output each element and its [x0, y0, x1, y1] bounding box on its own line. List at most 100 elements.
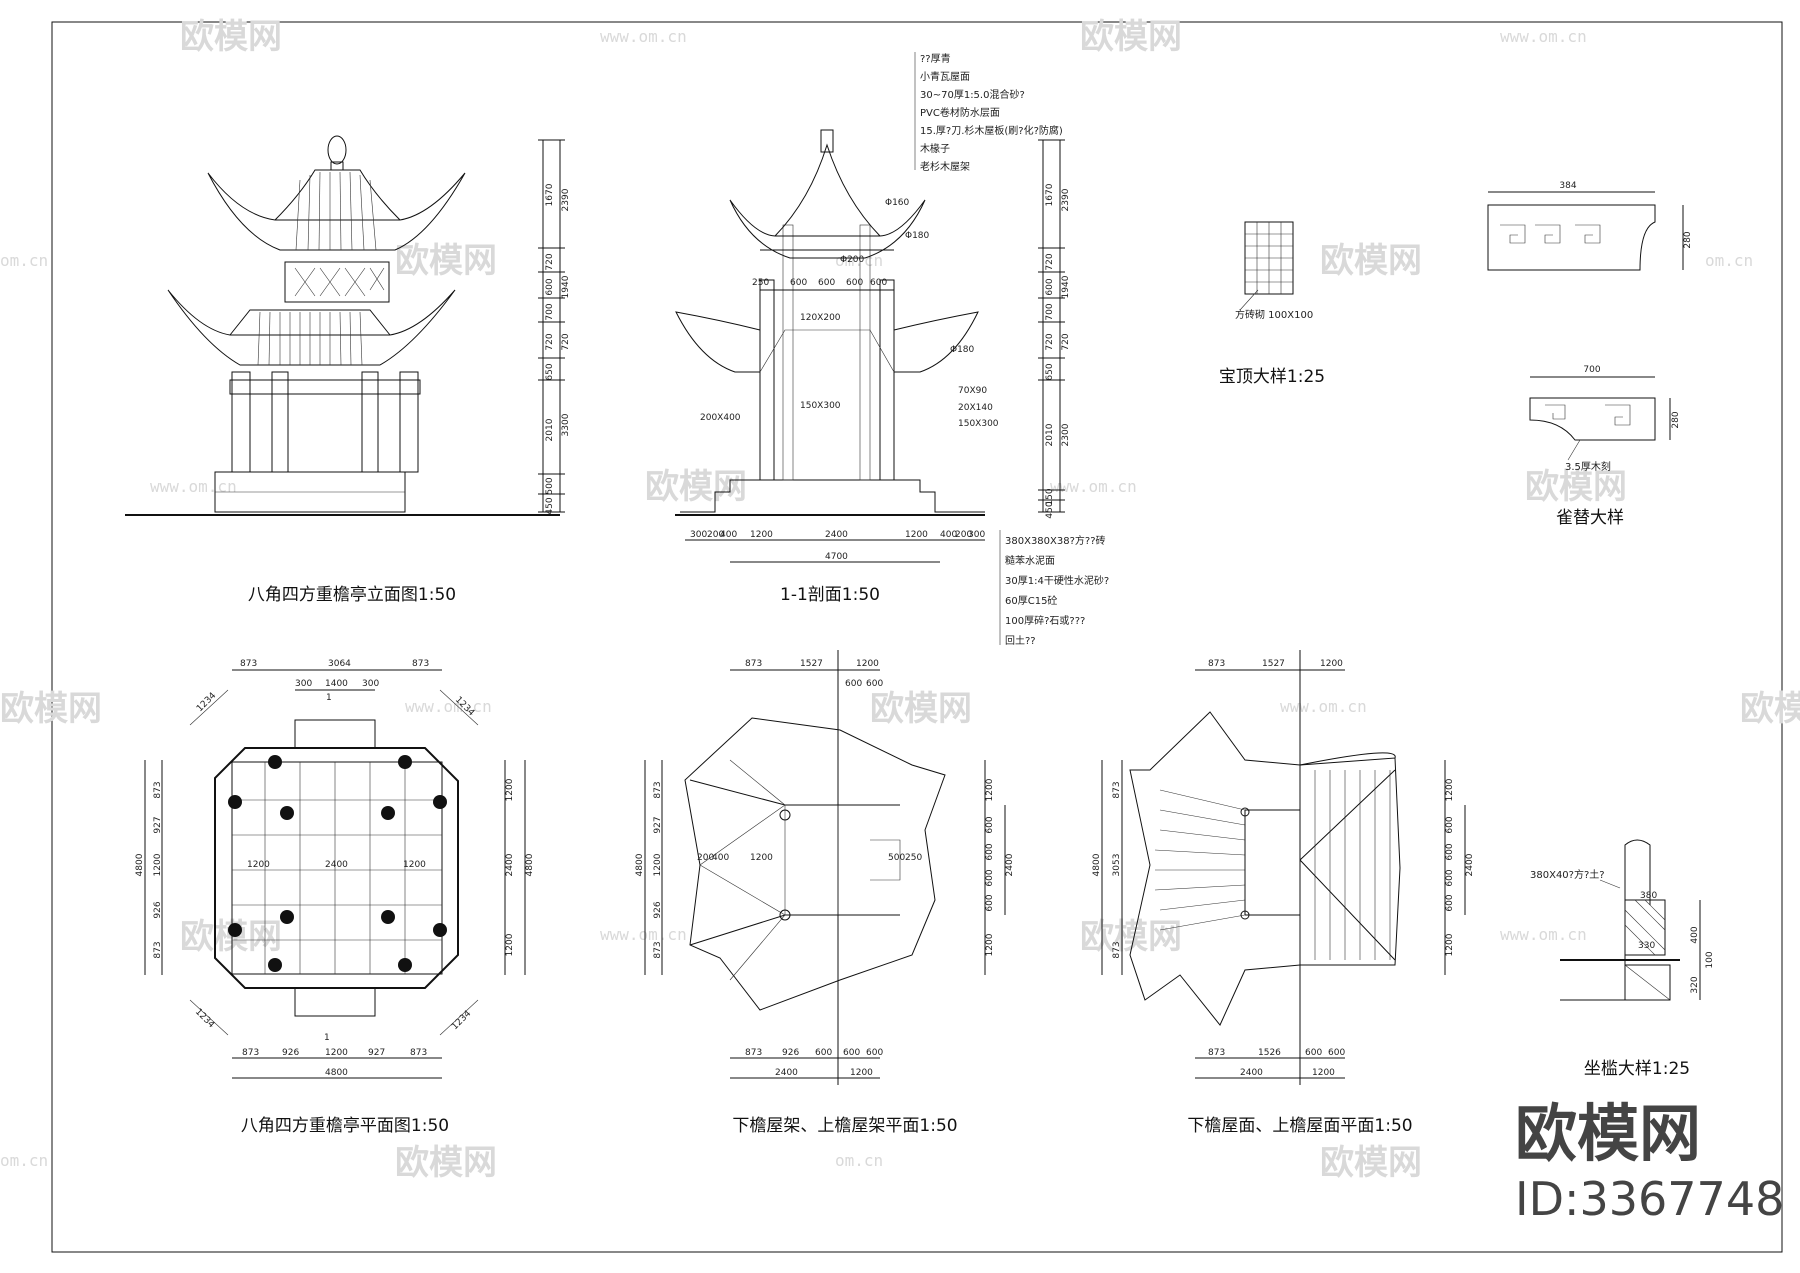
dim-label: 3064 — [328, 659, 351, 669]
watermark-url: om.cn — [0, 1151, 48, 1170]
column — [231, 371, 251, 473]
plan-step-top — [294, 719, 376, 749]
dim-label: 600 — [815, 1048, 832, 1058]
bracket-note: 3.5厚木刻 — [1565, 460, 1611, 473]
dim-label: 1940 — [561, 275, 571, 298]
dim-label: 380 — [1640, 891, 1657, 901]
dim-label: 4800 — [325, 1068, 348, 1078]
watermark-brand: 欧模网 — [1525, 467, 1627, 507]
dim-label: 926 — [282, 1048, 299, 1058]
column — [271, 371, 289, 473]
dim-label: 926 — [653, 901, 663, 918]
dim-label: 1200 — [403, 860, 426, 870]
dim-label: 1200 — [1445, 778, 1455, 801]
dim-label: 650 — [1045, 363, 1055, 380]
watermark-url: om.cn — [835, 1151, 883, 1170]
dim-label: 4800 — [135, 853, 145, 876]
member-label: 120X200 — [800, 313, 841, 323]
brand-logo: 欧模网 — [1515, 1097, 1701, 1170]
upper-eave — [729, 199, 926, 259]
floor-plan: 1200 2400 1200 873 3064 873 300 1400 300… — [135, 659, 535, 1079]
dim-label: 600 — [818, 278, 835, 288]
floor-note: 100厚碎?石或??? — [1005, 614, 1085, 627]
dim-label: 1200 — [905, 530, 928, 540]
watermark-brand: 欧模网 — [180, 917, 282, 957]
dim-label: 873 — [1112, 781, 1122, 798]
dim-label: 2400 — [325, 860, 348, 870]
dim-label: 600 — [1445, 843, 1455, 860]
finial-note: 方砖砌 100X100 — [1235, 308, 1313, 321]
plan-step-bottom — [294, 987, 376, 1017]
floor-note: 60厚C15砼 — [1005, 594, 1057, 607]
dim-label: 600 — [790, 278, 807, 288]
dim-label: 4800 — [1092, 853, 1102, 876]
caption-plan: 八角四方重檐亭平面图1:50 — [241, 1116, 449, 1136]
dim-label: 926 — [782, 1048, 799, 1058]
member-label: Φ180 — [905, 231, 930, 241]
member-label: Φ180 — [950, 345, 975, 355]
dim-label: 1670 — [1045, 183, 1055, 206]
column-dot — [228, 795, 242, 809]
watermark-brand: 欧模网 — [395, 1143, 497, 1183]
dim-label: 2390 — [561, 188, 571, 211]
section-mark: 1 — [324, 1033, 330, 1043]
dim-label: 1200 — [325, 1048, 348, 1058]
section-note: 15.厚?刀.杉木屋板(刷?化?防腐) — [920, 124, 1063, 137]
caption-elevation: 八角四方重檐亭立面图1:50 — [248, 585, 456, 605]
column — [879, 279, 895, 481]
dim-label: 1200 — [856, 659, 879, 669]
dim-label: 1200 — [505, 778, 515, 801]
lattice-window — [284, 261, 390, 303]
dim-label: 600 — [843, 1048, 860, 1058]
section-note: 木椽子 — [920, 142, 950, 155]
floor-note: 回土?? — [1005, 634, 1036, 647]
caption-bench: 坐槛大样1:25 — [1584, 1059, 1690, 1079]
plan-columns — [228, 755, 447, 972]
dim-label: 2400 — [1240, 1068, 1263, 1078]
dim-label: 873 — [153, 781, 163, 798]
dim-label: 873 — [745, 659, 762, 669]
dim-label: 100 — [1705, 951, 1715, 968]
dim-label: 600 — [985, 894, 995, 911]
surface-outline — [1129, 711, 1401, 1026]
dim-label: 300 — [295, 679, 312, 689]
member-label: 70X90 — [958, 386, 987, 396]
dim-label: 1200 — [985, 778, 995, 801]
watermark-url: www.om.cn — [1500, 27, 1587, 46]
column-dot — [433, 923, 447, 937]
column-dot — [228, 923, 242, 937]
dim-label: 1400 — [325, 679, 348, 689]
column — [361, 371, 379, 473]
dim-label: 600 — [1045, 278, 1055, 295]
dim-label: 700 — [1583, 365, 1600, 375]
member-label: Φ200 — [840, 255, 865, 265]
watermark-url: www.om.cn — [405, 697, 492, 716]
dim-label: 2400 — [1465, 853, 1475, 876]
floor-note: 380X380X38?方??砖 — [1005, 534, 1106, 547]
dim-label: 873 — [745, 1048, 762, 1058]
dim-label: 2300 — [1061, 423, 1071, 446]
dim-label: 600 — [1445, 894, 1455, 911]
dim-label: 150 — [1045, 488, 1055, 505]
column — [399, 371, 419, 473]
dim-label: 720 — [545, 253, 555, 270]
dim-label: 3053 — [1112, 854, 1122, 877]
frame-outline — [684, 717, 946, 1011]
dim-label: 873 — [1208, 659, 1225, 669]
dim-label: 280 — [1671, 411, 1681, 428]
dim-label: 4800 — [635, 853, 645, 876]
dim-label: 650 — [545, 363, 555, 380]
dim-label: 1234 — [450, 1009, 473, 1032]
dim-label: 1200 — [750, 530, 773, 540]
frame-inner-label: 400 — [712, 853, 729, 863]
dim-label: 1234 — [195, 691, 218, 714]
section-note: PVC卷材防水层面 — [920, 106, 1000, 119]
dim-label: 200 — [955, 530, 972, 540]
dim-label: 873 — [653, 941, 663, 958]
watermark-brand: 欧模网 — [1320, 241, 1422, 281]
dim-label: 1527 — [800, 659, 823, 669]
caption-bracket: 雀替大样 — [1556, 508, 1624, 528]
sheet-border — [51, 21, 1783, 1253]
dim-label: 873 — [240, 659, 257, 669]
